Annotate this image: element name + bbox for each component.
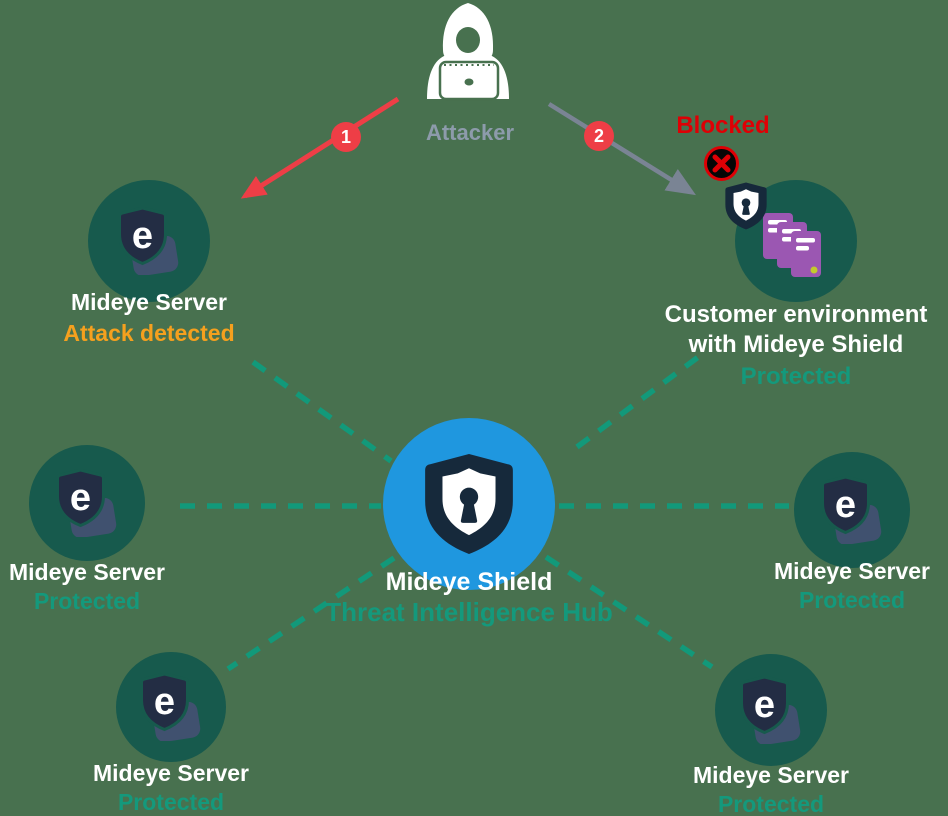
node-mideye-server-midright: e Mideye Server Protected <box>732 452 948 615</box>
node-status: Protected <box>33 588 141 614</box>
customer-title-line1: Customer environment <box>664 301 928 328</box>
hub-subtitle: Threat Intelligence Hub <box>325 597 613 627</box>
mideye-server-icon: e <box>822 476 882 544</box>
step-2-badge: 2 <box>584 121 614 151</box>
node-mideye-server-bottomleft: e Mideye Server Protected <box>51 652 291 816</box>
server-circle: e <box>88 180 210 302</box>
mideye-server-icon: e <box>57 469 117 537</box>
node-title: Mideye Server <box>93 760 249 786</box>
node-status: Attack detected <box>63 320 235 346</box>
node-customer-environment: Customer environment with Mideye Shield … <box>650 180 942 391</box>
hub-circle <box>383 418 555 590</box>
attacker-label: Attacker <box>425 120 515 145</box>
logo-letter: e <box>132 215 153 257</box>
attacker-icon <box>427 3 509 101</box>
customer-title-line2: with Mideye Shield <box>688 331 904 358</box>
node-mideye-server-attacked: e Mideye Server Attack detected <box>29 180 269 348</box>
node-title: Mideye Server <box>71 289 227 315</box>
node-title: Mideye Server <box>693 762 849 788</box>
server-circle: e <box>29 445 145 561</box>
node-mideye-shield-hub: Mideye Shield Threat Intelligence Hub <box>319 418 619 627</box>
node-mideye-server-midleft: e Mideye Server Protected <box>0 445 207 616</box>
mideye-shield-mini-icon <box>725 182 767 230</box>
blocked-x-icon <box>704 146 739 181</box>
logo-letter: e <box>154 681 175 723</box>
node-status: Protected <box>740 363 852 390</box>
hub-title: Mideye Shield <box>385 568 553 596</box>
logo-letter: e <box>754 684 775 726</box>
mideye-shield-icon <box>425 454 513 554</box>
mideye-server-icon: e <box>119 207 179 275</box>
node-title: Mideye Server <box>774 558 930 584</box>
node-status: Protected <box>717 791 825 816</box>
server-stack-icon <box>763 213 821 277</box>
node-title: Mideye Server <box>9 559 165 585</box>
server-circle: e <box>116 652 226 762</box>
mideye-server-icon: e <box>141 673 201 741</box>
logo-letter: e <box>835 484 856 526</box>
server-circle: e <box>794 452 910 568</box>
server-circle: e <box>715 654 827 766</box>
node-mideye-server-bottomright: e Mideye Server Protected <box>651 654 891 816</box>
logo-letter: e <box>70 477 91 519</box>
node-status: Protected <box>798 587 906 613</box>
blocked-label: Blocked <box>676 112 770 139</box>
node-status: Protected <box>117 789 225 815</box>
mideye-server-icon: e <box>741 676 801 744</box>
step-1-badge: 1 <box>331 122 361 152</box>
